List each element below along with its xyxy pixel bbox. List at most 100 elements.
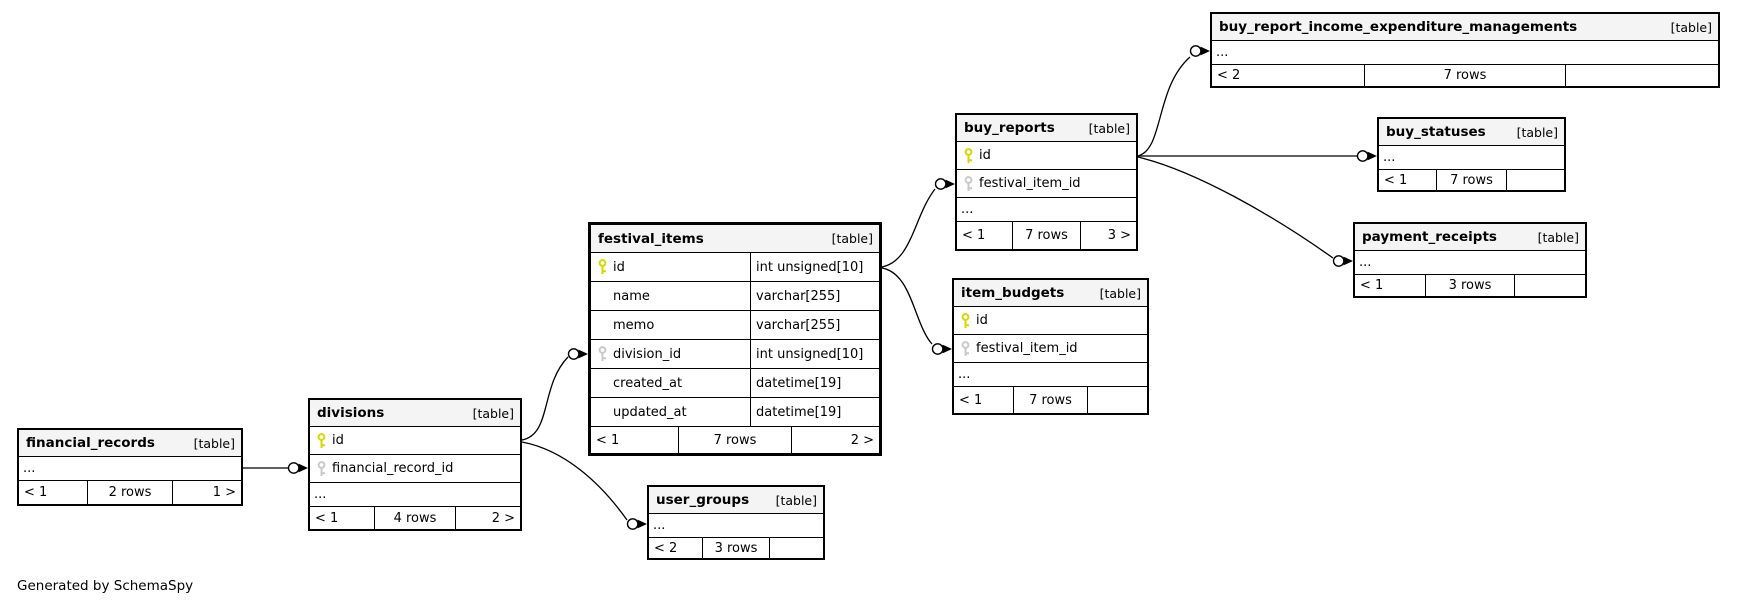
column-row-ellipsis: ... xyxy=(954,363,1147,387)
relationship-festival_items-item_budgets xyxy=(881,267,952,355)
table-header: divisions [table] xyxy=(310,400,520,427)
footer-children-count: < 1 xyxy=(315,510,339,526)
table-title[interactable]: item_budgets xyxy=(961,285,1065,301)
table-type-tag: [table] xyxy=(1670,19,1712,35)
table-buy_statuses[interactable]: buy_statuses [table] ... < 1 7 rows xyxy=(1377,117,1566,192)
column-row-id: id xyxy=(954,307,1147,335)
table-header: payment_receipts [table] xyxy=(1355,224,1585,251)
relationship-festival_items-buy_reports xyxy=(881,178,955,268)
column-type: varchar[255] xyxy=(756,288,841,304)
column-row-festival_item_id: festival_item_id xyxy=(957,170,1136,198)
generator-note: Generated by SchemaSpy xyxy=(17,578,194,594)
column-name: ... xyxy=(1216,45,1229,60)
column-row-ellipsis: ... xyxy=(1212,41,1718,65)
column-type: varchar[255] xyxy=(756,317,841,333)
table-divisions[interactable]: divisions [table] id financial_record_id… xyxy=(308,398,522,531)
relationship-buy_reports-payment_receipts xyxy=(1137,156,1353,267)
column-row-id: id xyxy=(957,142,1136,170)
table-title[interactable]: festival_items xyxy=(598,230,704,247)
table-footer: < 1 2 rows 1 > xyxy=(19,481,241,504)
column-row-ellipsis: ... xyxy=(649,514,823,538)
table-footer: < 1 7 rows 3 > xyxy=(957,222,1136,249)
table-title[interactable]: user_groups xyxy=(656,492,750,508)
table-footer: < 1 7 rows xyxy=(1379,170,1564,190)
table-footer: < 1 7 rows 2 > xyxy=(591,427,879,453)
relationship-financial_records-divisions xyxy=(243,462,308,474)
table-title[interactable]: divisions xyxy=(317,405,385,421)
footer-rows-count: 7 rows xyxy=(1435,170,1508,190)
table-footer: < 1 4 rows 2 > xyxy=(310,507,520,529)
table-title[interactable]: buy_report_income_expenditure_management… xyxy=(1219,19,1578,35)
table-type-tag: [table] xyxy=(1088,120,1130,136)
primary-key-icon xyxy=(316,432,327,449)
primary-key-icon xyxy=(963,147,974,164)
column-name: memo xyxy=(613,317,655,333)
table-title[interactable]: payment_receipts xyxy=(1362,229,1497,245)
column-row-id: id int unsigned[10] xyxy=(591,253,879,282)
column-row-ellipsis: ... xyxy=(1379,146,1564,170)
column-type: datetime[19] xyxy=(756,375,842,391)
footer-children-count: < 1 xyxy=(1360,278,1384,293)
table-festival_items[interactable]: festival_items [table] id int unsigned[1… xyxy=(588,222,882,456)
footer-rows-count: 3 rows xyxy=(702,538,770,558)
foreign-key-icon xyxy=(316,460,327,477)
footer-rows-count: 7 rows xyxy=(1013,387,1088,413)
primary-key-icon xyxy=(960,312,971,329)
footer-children-count: < 1 xyxy=(962,228,986,243)
column-row-updated_at: updated_at datetime[19] xyxy=(591,398,879,427)
column-name: ... xyxy=(653,518,666,533)
table-buy_report_income_expenditure_managements[interactable]: buy_report_income_expenditure_management… xyxy=(1210,12,1720,88)
table-type-tag: [table] xyxy=(831,231,873,246)
column-row-name: name varchar[255] xyxy=(591,282,879,311)
column-row-financial_record_id: financial_record_id xyxy=(310,455,520,483)
table-type-tag: [table] xyxy=(472,405,514,421)
column-name: id xyxy=(613,259,625,275)
column-type: int unsigned[10] xyxy=(756,346,864,362)
column-name: ... xyxy=(23,461,36,476)
column-name: created_at xyxy=(613,375,683,391)
footer-parents-count: 2 > xyxy=(491,510,516,526)
column-name: ... xyxy=(1359,255,1372,270)
table-title[interactable]: buy_statuses xyxy=(1386,124,1486,140)
footer-parents-count xyxy=(770,538,823,558)
foreign-key-icon xyxy=(963,175,974,192)
table-footer: < 2 3 rows xyxy=(649,538,823,558)
table-financial_records[interactable]: financial_records [table] ... < 1 2 rows… xyxy=(17,428,243,506)
column-name: festival_item_id xyxy=(976,341,1078,356)
table-header: financial_records [table] xyxy=(19,430,241,457)
table-header: buy_statuses [table] xyxy=(1379,119,1564,146)
footer-rows-count: 4 rows xyxy=(374,507,456,529)
column-row-created_at: created_at datetime[19] xyxy=(591,369,879,398)
footer-children-count: < 1 xyxy=(596,432,620,448)
footer-parents-count: 2 > xyxy=(850,432,874,448)
table-user_groups[interactable]: user_groups [table] ... < 2 3 rows xyxy=(647,485,825,560)
footer-children-count: < 2 xyxy=(654,540,678,556)
footer-children-count: < 1 xyxy=(1384,172,1408,188)
table-header: item_budgets [table] xyxy=(954,280,1147,307)
footer-parents-count xyxy=(1566,65,1718,86)
table-title[interactable]: buy_reports xyxy=(964,120,1055,136)
column-name: financial_record_id xyxy=(332,461,454,476)
column-name: updated_at xyxy=(613,404,687,420)
footer-parents-count: 1 > xyxy=(212,485,236,500)
column-name: ... xyxy=(314,487,327,502)
column-row-ellipsis: ... xyxy=(19,457,241,481)
column-name: festival_item_id xyxy=(979,176,1081,191)
column-row-division_id: division_id int unsigned[10] xyxy=(591,340,879,369)
column-name: ... xyxy=(1383,150,1396,165)
table-payment_receipts[interactable]: payment_receipts [table] ... < 1 3 rows xyxy=(1353,222,1587,298)
table-buy_reports[interactable]: buy_reports [table] id festival_item_id … xyxy=(955,113,1138,251)
footer-parents-count xyxy=(1507,170,1564,190)
table-item_budgets[interactable]: item_budgets [table] id festival_item_id… xyxy=(952,278,1149,415)
column-row-ellipsis: ... xyxy=(1355,251,1585,275)
footer-children-count: < 2 xyxy=(1217,68,1241,83)
table-title[interactable]: financial_records xyxy=(26,435,155,451)
footer-rows-count: 7 rows xyxy=(1011,222,1082,249)
footer-rows-count: 7 rows xyxy=(1364,65,1566,86)
footer-rows-count: 7 rows xyxy=(678,427,792,453)
table-type-tag: [table] xyxy=(193,435,235,451)
footer-parents-count xyxy=(1088,387,1147,413)
